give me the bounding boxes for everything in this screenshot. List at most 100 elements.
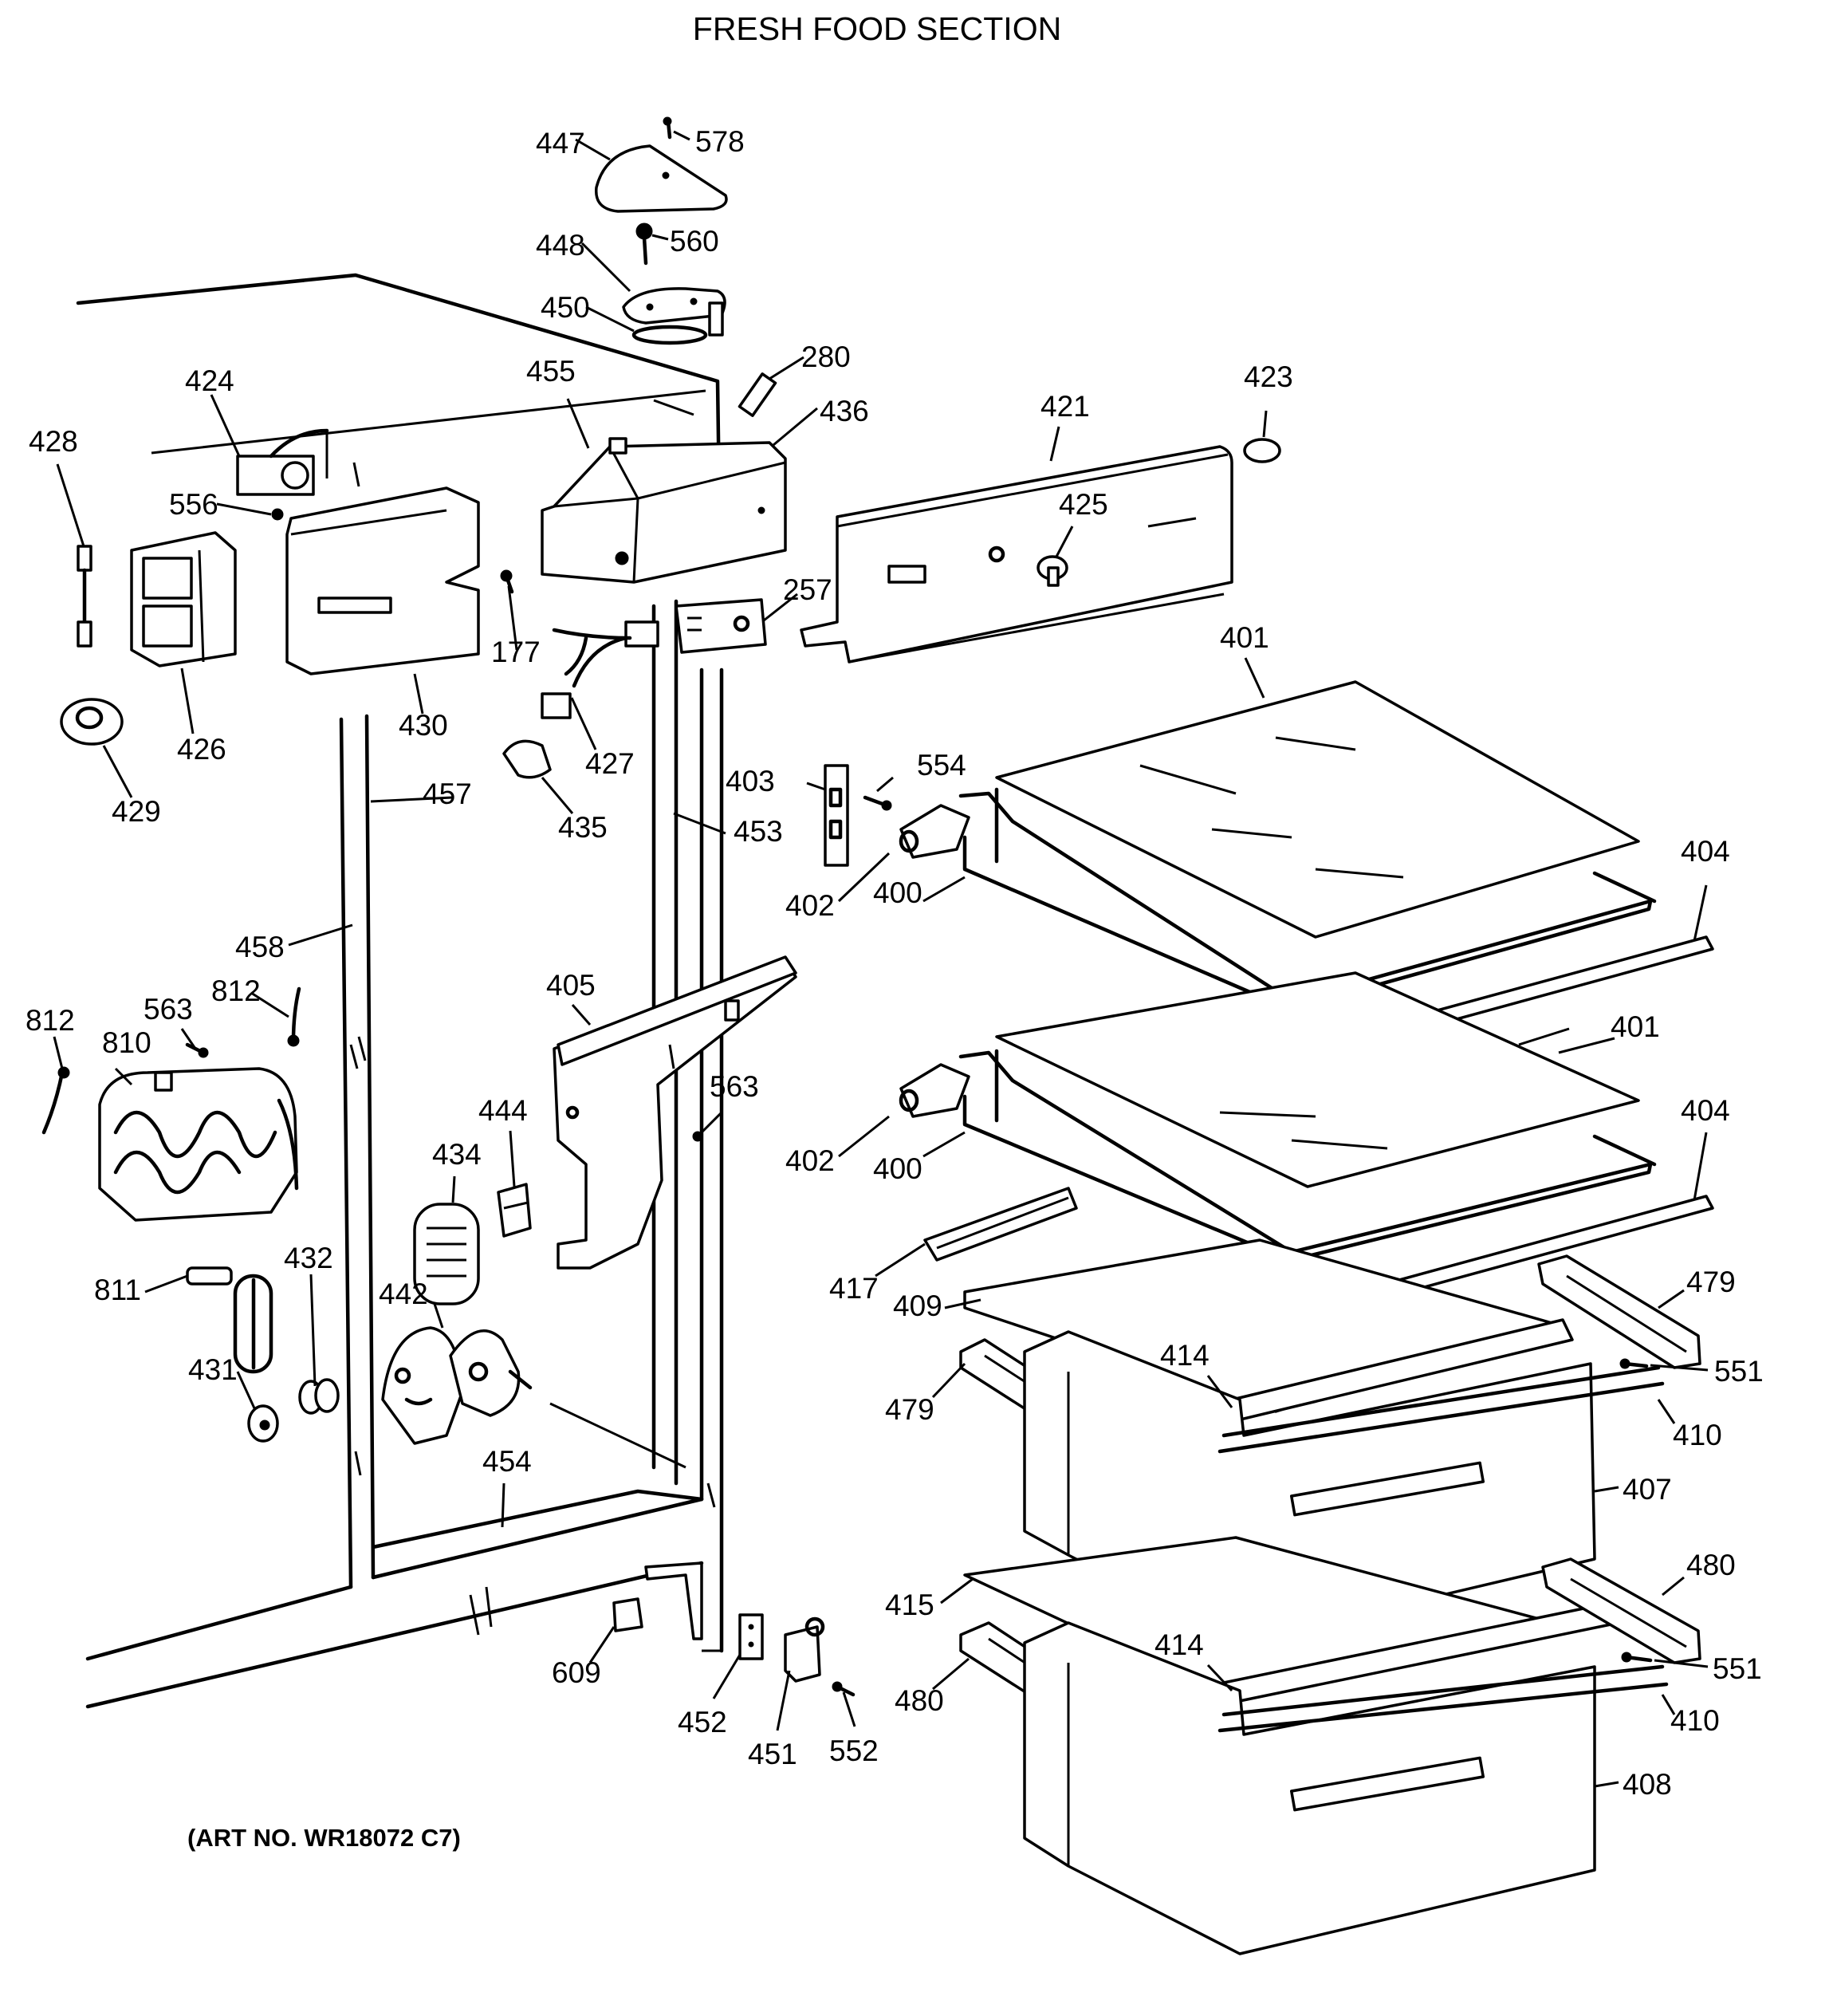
bulb-435 [502,739,552,779]
label-280: 280 [801,341,851,373]
label-426: 426 [177,733,226,766]
air-duct-426 [130,531,237,667]
spacer-432 [298,1378,340,1415]
label-560: 560 [670,225,719,258]
control-panel-421 [800,445,1233,663]
light-bracket-428 [77,545,92,648]
label-429: 429 [112,795,161,828]
label-442: 442 [379,1278,428,1310]
label-403: 403 [726,765,775,797]
screw-551-lower [1621,1652,1653,1663]
label-578: 578 [695,125,745,158]
label-455: 455 [526,355,576,388]
hinge-bracket-lower [644,1561,703,1640]
label-447: 447 [536,127,585,159]
shelf-support-402-lower [899,1063,970,1118]
label-423: 423 [1244,360,1293,393]
grille-434 [413,1203,480,1305]
label-436: 436 [820,395,869,427]
part-labels: 447 578 448 560 450 280 436 455 424 428 … [26,125,1764,1801]
control-knob-425 [1037,555,1068,587]
label-458: 458 [235,931,285,963]
screw-551-upper [1619,1358,1649,1369]
diagram-title: FRESH FOOD SECTION [693,10,1061,47]
label-563-left: 563 [144,993,193,1026]
label-177: 177 [491,636,541,668]
label-435: 435 [558,811,608,844]
cabinet-liner [76,273,724,1709]
grommet-811 [186,1266,233,1286]
label-556: 556 [169,488,218,521]
screw-560 [635,222,653,266]
label-479-right: 479 [1686,1266,1736,1298]
label-552: 552 [829,1734,879,1767]
label-811: 811 [94,1274,141,1306]
label-410-upper: 410 [1673,1419,1722,1451]
label-424: 424 [185,364,234,397]
label-428: 428 [29,425,78,458]
label-402-upper: 402 [785,889,835,922]
label-401-lower: 401 [1611,1010,1660,1043]
screw-563-right [692,1131,703,1142]
screw-177 [500,569,514,594]
label-480-right: 480 [1686,1549,1736,1581]
relay-257 [675,598,767,654]
label-408: 408 [1623,1768,1672,1801]
label-551-upper: 551 [1714,1355,1764,1388]
label-407: 407 [1623,1473,1672,1506]
clip-444 [497,1183,532,1238]
hinge-451 [784,1616,825,1683]
label-453: 453 [734,815,783,848]
label-812-left: 812 [26,1004,75,1037]
shelf-support-402-upper [899,804,970,859]
label-430: 430 [399,709,448,742]
hinge-448 [622,287,726,337]
label-410-lower: 410 [1670,1704,1720,1737]
label-427: 427 [585,747,635,780]
label-563-right: 563 [710,1070,759,1103]
label-405: 405 [546,969,596,1002]
label-400-upper: 400 [873,876,922,909]
light-socket-429 [60,698,124,746]
label-417: 417 [829,1272,879,1305]
screw-578 [663,116,672,140]
label-451: 451 [748,1738,797,1770]
stop-609 [612,1597,643,1632]
label-551-lower: 551 [1713,1652,1762,1685]
art-number: (ART NO. WR18072 C7) [187,1824,461,1852]
label-400-lower: 400 [873,1152,922,1185]
label-452: 452 [678,1706,727,1738]
water-tube-812-right [287,986,301,1047]
label-409: 409 [893,1290,942,1322]
label-479-left: 479 [885,1393,934,1426]
label-812-right: 812 [211,975,261,1007]
washer-450 [631,325,708,345]
label-401-upper: 401 [1220,621,1269,654]
water-tube-812-left [41,1066,70,1135]
label-609: 609 [552,1656,601,1689]
label-448: 448 [536,229,585,262]
light-cover-431 [233,1274,273,1374]
leader-lines [53,130,1709,1788]
glass-shelf-401-upper [995,680,1640,939]
crisper-pan-408 [1023,1621,1669,1955]
label-415: 415 [885,1589,934,1621]
light-switch-423 [1243,438,1281,463]
damper-442 [381,1326,533,1445]
control-housing-cover-447 [595,144,728,213]
screw-556 [271,508,284,521]
label-480-left: 480 [895,1684,944,1717]
plug-431 [247,1404,279,1443]
shelf-ladder-403 [824,764,849,867]
label-450: 450 [541,291,590,324]
label-457: 457 [423,778,472,810]
label-404-lower: 404 [1681,1094,1730,1127]
label-432: 432 [284,1242,333,1274]
label-431: 431 [188,1353,238,1386]
control-housing-436 [541,437,787,584]
part-280 [738,372,777,417]
plate-452 [738,1613,764,1660]
heater-810 [98,1067,299,1222]
label-414-lower: 414 [1155,1628,1204,1661]
